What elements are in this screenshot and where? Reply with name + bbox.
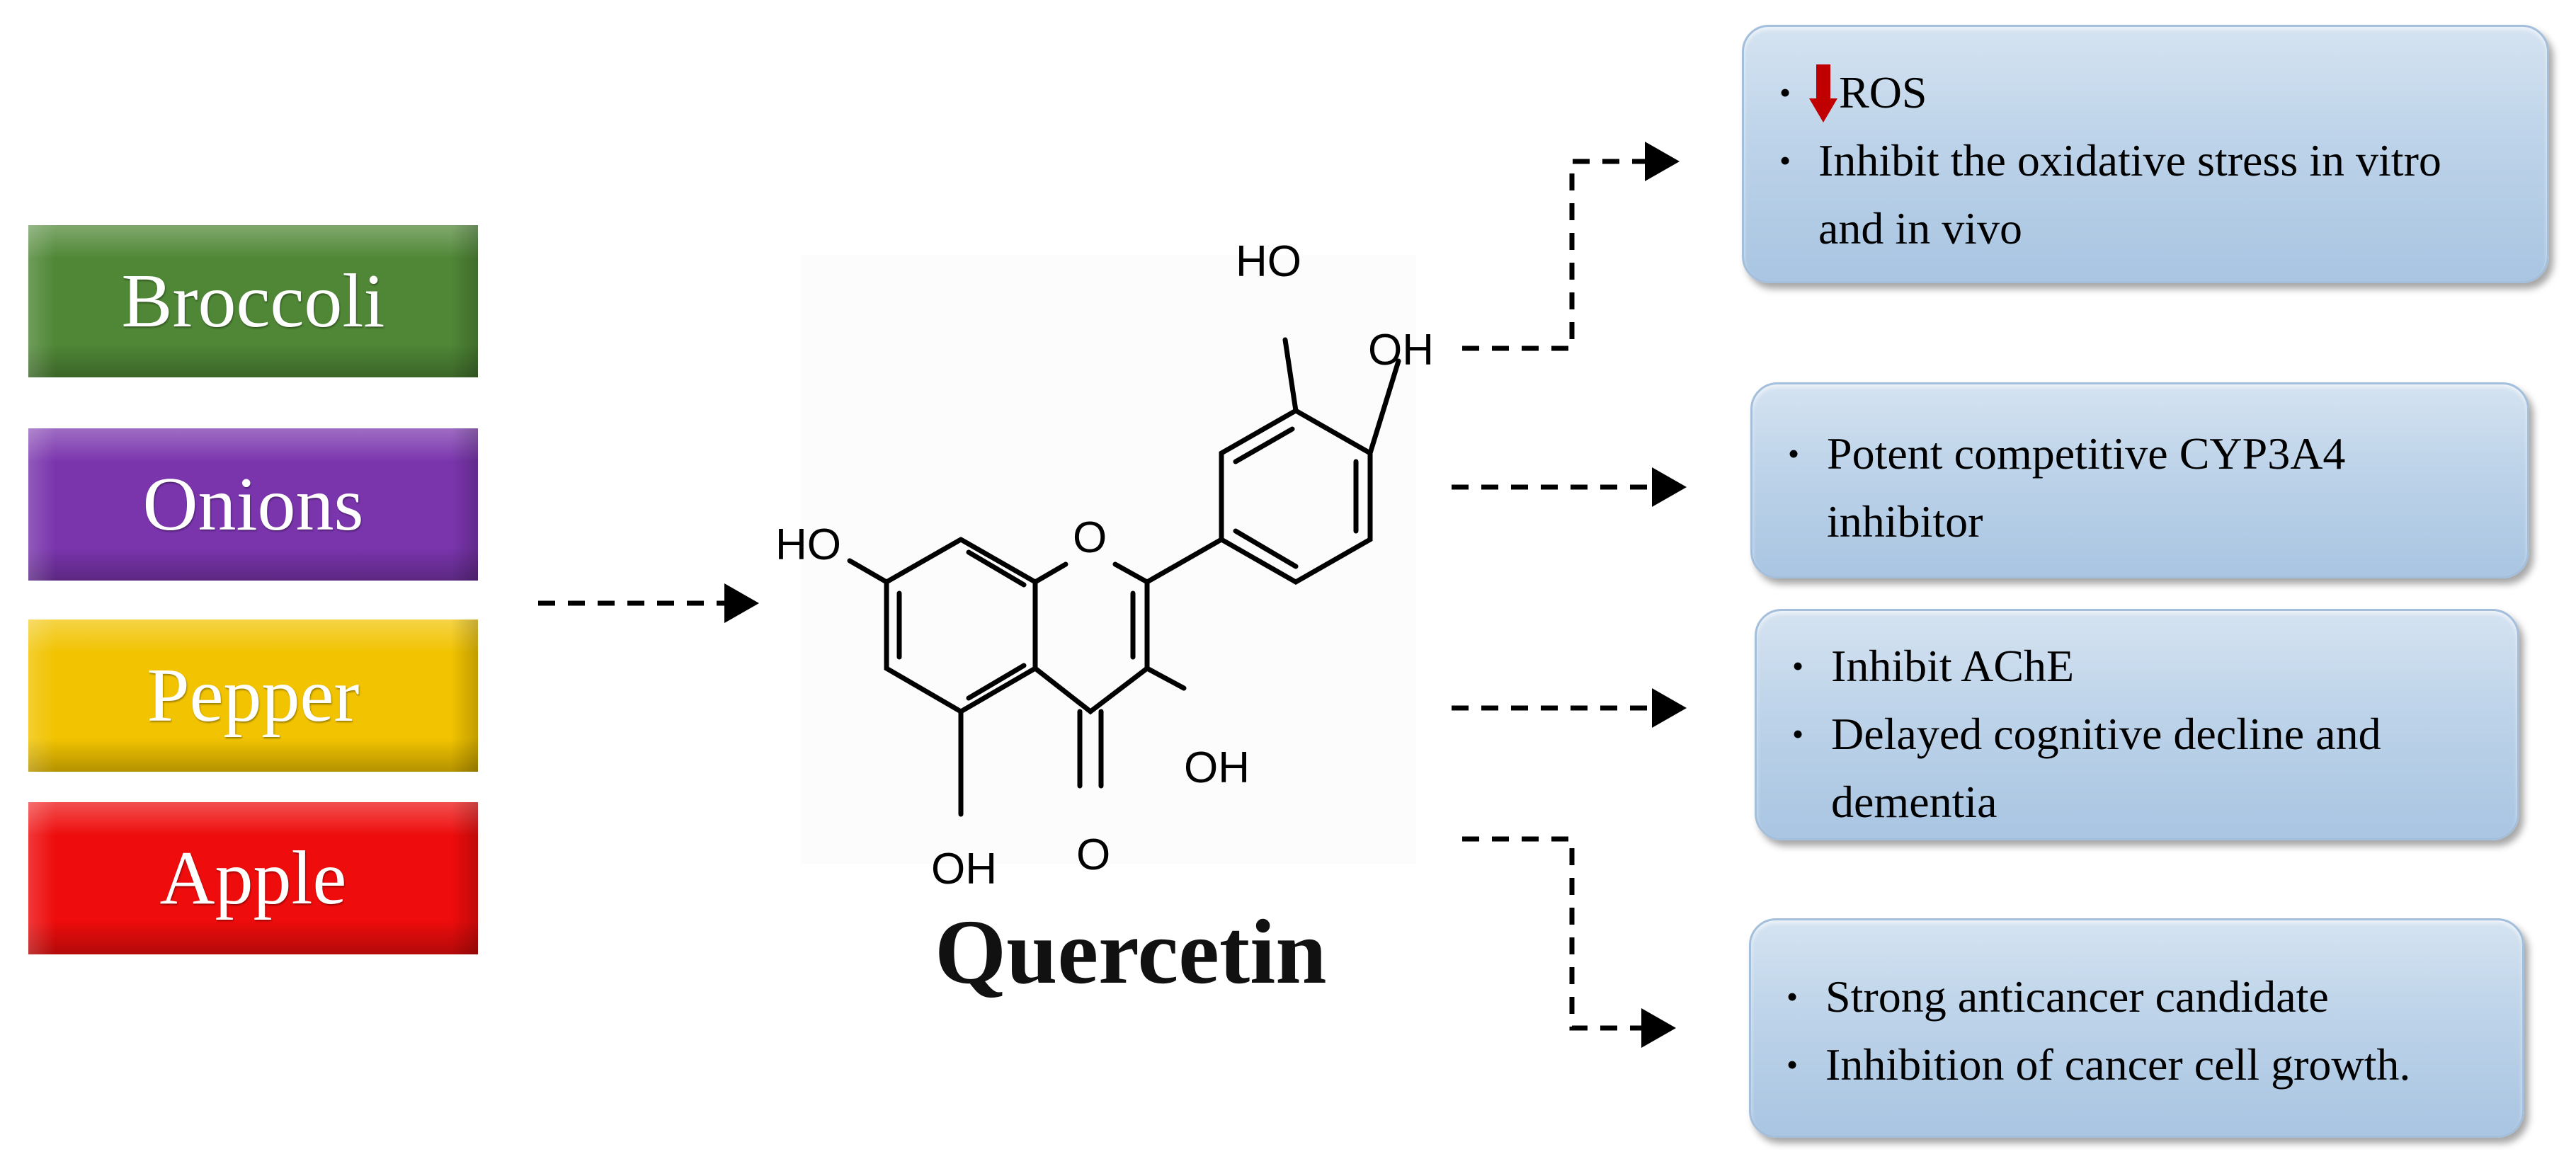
source-label-apple: Apple [159,835,347,920]
source-label-broccoli: Broccoli [121,258,385,343]
effect-item: Inhibition of cancer cell growth. [1765,1031,2508,1099]
effect-text-continued: inhibitor [1827,496,1983,547]
effect-list: Potent competitive CYP3A4 inhibitor [1767,420,2513,556]
effect-text: ROS [1839,67,1927,118]
effect-list: Inhibit AChE Delayed cognitive decline a… [1771,632,2503,836]
effect-list: Strong anticancer candidate Inhibition o… [1765,963,2508,1099]
atom-ho-top: HO [1236,237,1301,286]
arrow-to-anticancer [1462,836,1676,1048]
effect-text-continued: and in vivo [1818,203,2022,253]
effect-box-cyp3a4: Potent competitive CYP3A4 inhibitor [1750,382,2529,578]
down-arrow-icon [1809,64,1837,122]
effect-box-ache: Inhibit AChE Delayed cognitive decline a… [1755,609,2519,840]
bullet-point: • [1779,74,1791,110]
atom-oh-mid: OH [1184,743,1250,792]
effect-text: Inhibit the oxidative stress in vitro [1818,135,2441,185]
effect-text: Delayed cognitive decline and [1831,709,2381,759]
arrow-to-antioxidant [1462,142,1680,351]
effect-list: • ROS Inhibit the oxidative stress in vit… [1758,59,2533,263]
atom-oh-bottom: OH [931,845,997,893]
atom-ho-left: HO [775,520,841,569]
effect-text: Potent competitive CYP3A4 [1827,428,2346,479]
atom-oh-right: OH [1368,326,1434,375]
compound-name: Quercetin [935,901,1327,1003]
effect-text-continued: dementia [1831,777,1997,827]
effect-item: Potent competitive CYP3A4 inhibitor [1767,420,2513,556]
effect-text: Inhibit AChE [1831,641,2075,691]
effect-item: Inhibit the oxidative stress in vitro and… [1758,127,2533,263]
effect-item: Inhibit AChE [1771,632,2503,700]
effect-item: • ROS [1758,59,2533,127]
structure-backdrop [800,255,1416,864]
source-label-onions: Onions [142,462,364,547]
atom-keto-oxygen: O [1076,830,1110,879]
effect-item: Strong anticancer candidate [1765,963,2508,1031]
effect-item: Delayed cognitive decline and dementia [1771,700,2503,836]
atom-ring-oxygen: O [1073,513,1107,562]
atom-labels: HO OH HO O OH OH O [775,237,1434,893]
effect-text: Strong anticancer candidate [1825,971,2329,1022]
effect-box-antioxidant: • ROS Inhibit the oxidative stress in vit… [1742,25,2549,283]
source-label-pepper: Pepper [147,653,360,738]
effect-text: Inhibition of cancer cell growth. [1825,1039,2411,1090]
quercetin-structure [847,337,1401,817]
effect-box-anticancer: Strong anticancer candidate Inhibition o… [1749,918,2524,1138]
